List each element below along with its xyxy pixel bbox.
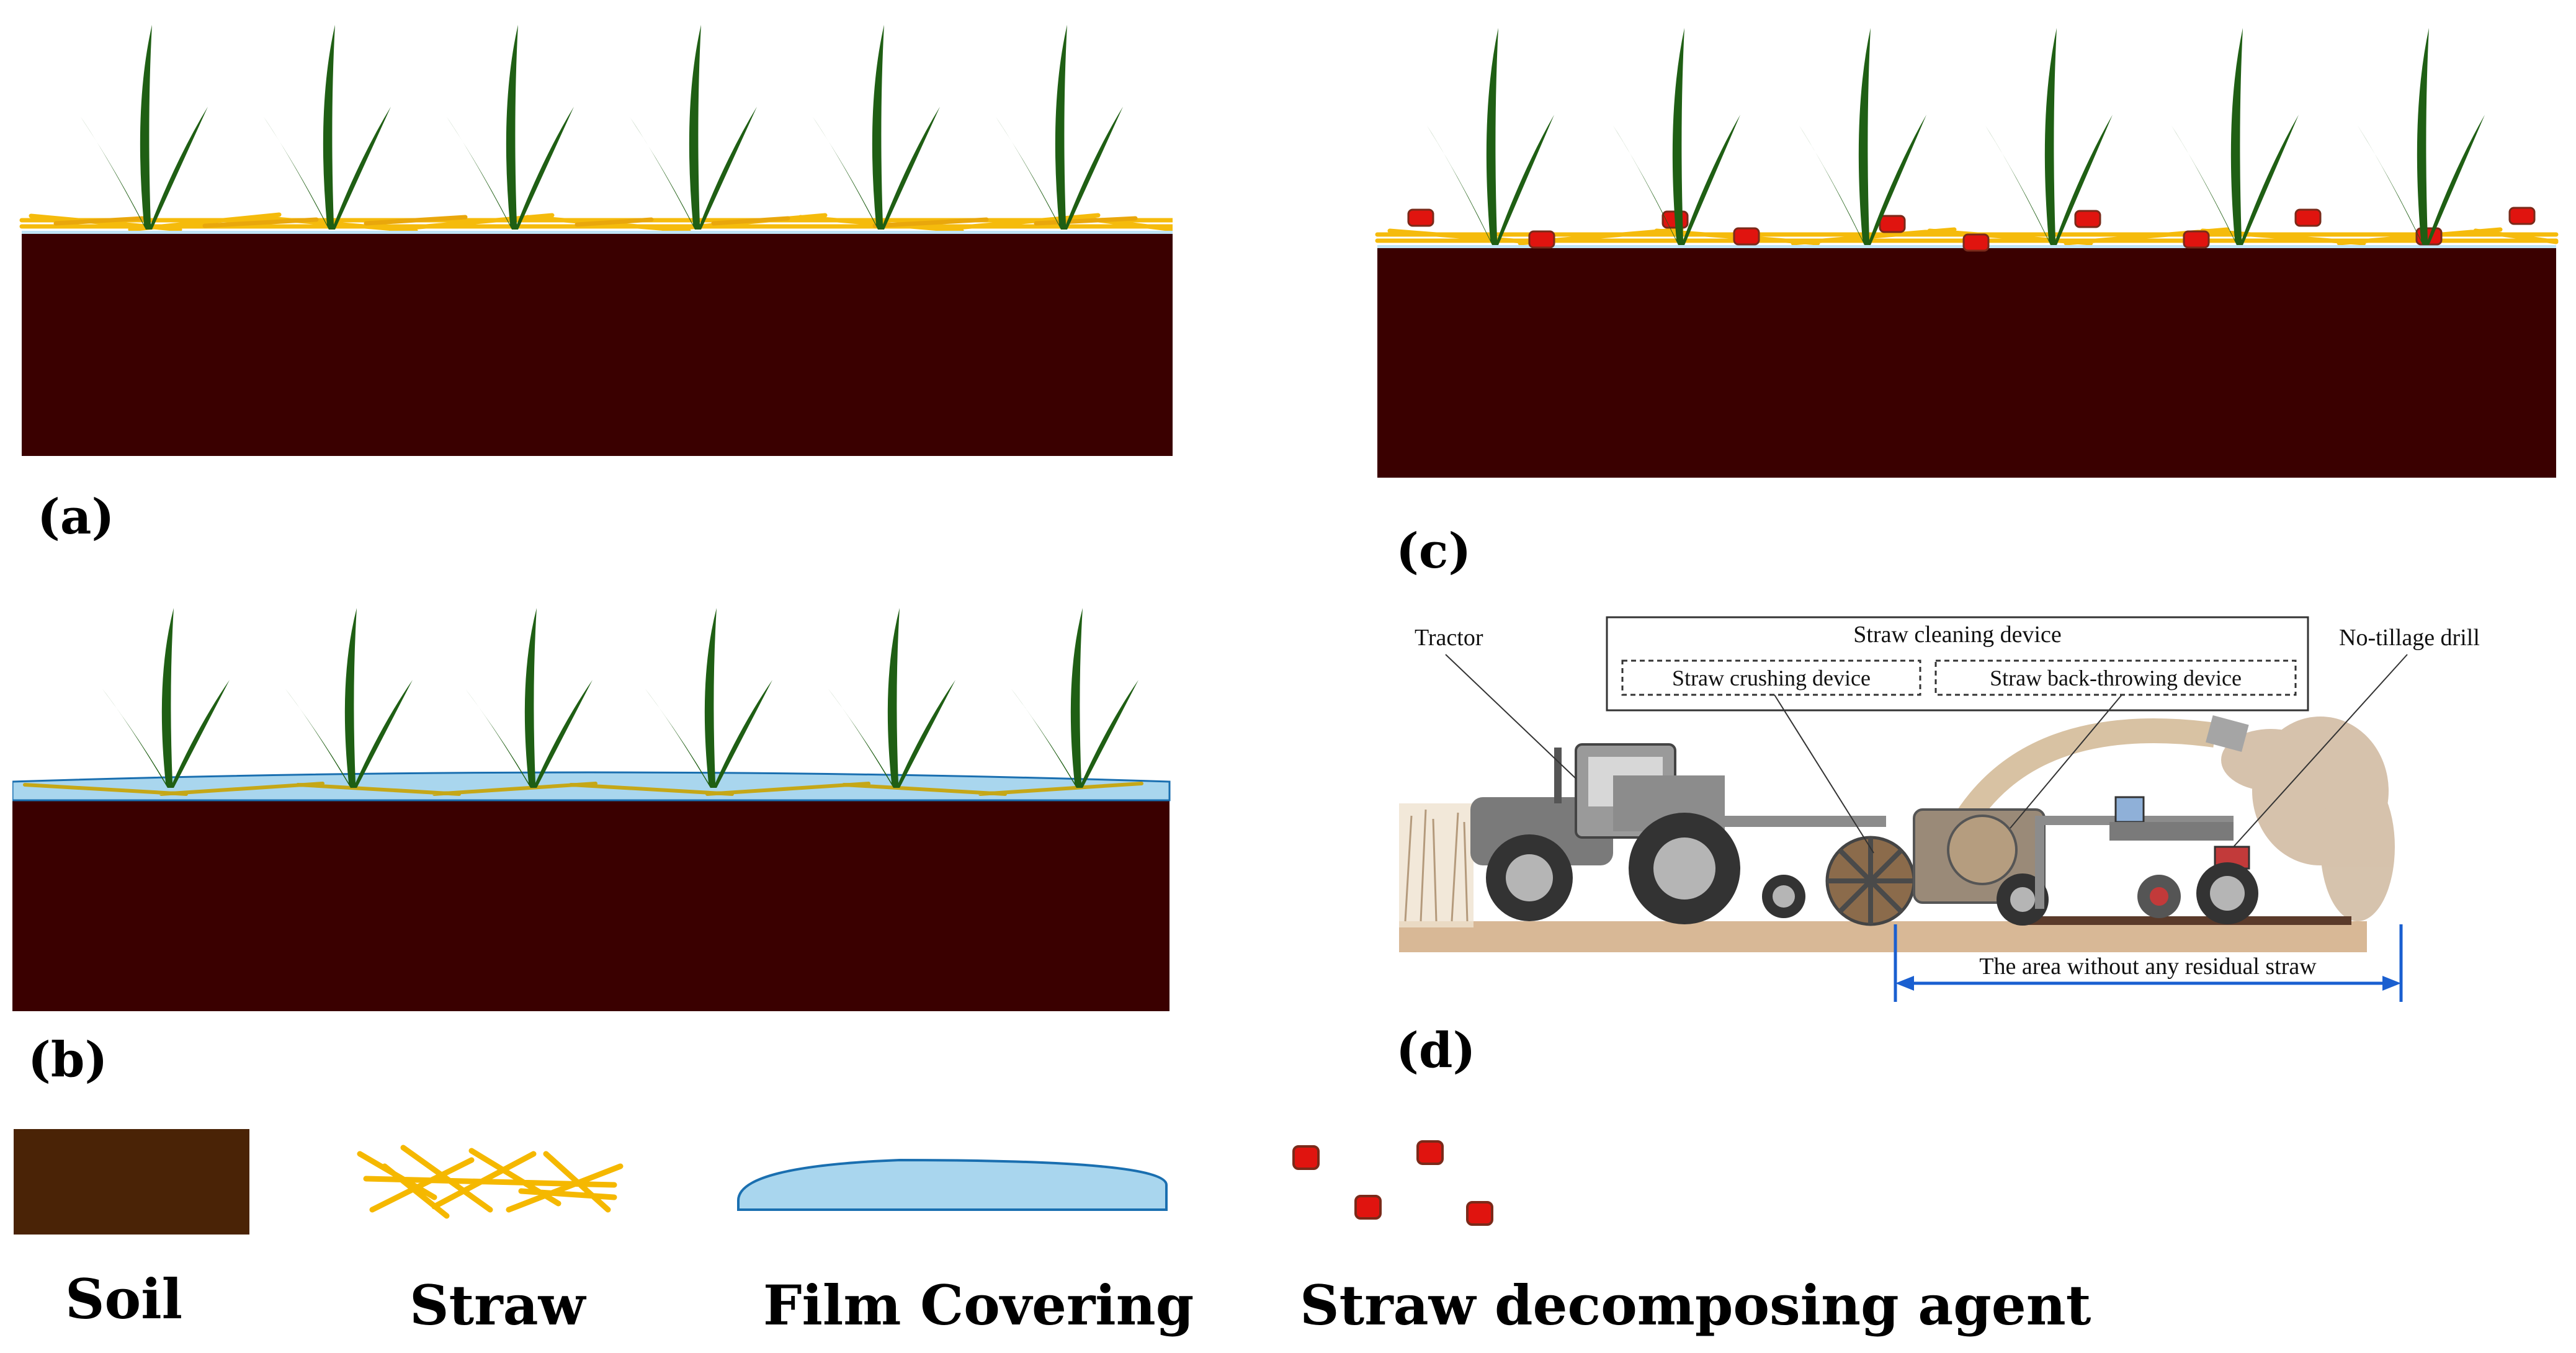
straw-crushing-device-label: Straw crushing device	[1672, 666, 1871, 690]
plant-icon	[264, 25, 391, 230]
legend-film-label: Film Covering	[763, 1273, 1194, 1337]
panel-c	[1371, 12, 2562, 484]
panel-a	[19, 12, 1173, 459]
straw-back-throwing-device-label: Straw back-throwing device	[1990, 666, 2242, 690]
straw-crushing-device-box	[1621, 659, 1921, 696]
panel-d: Straw cleaning device Straw crushing dev…	[1390, 611, 2525, 1014]
panel-b-label: (b)	[28, 1032, 108, 1088]
plant-icon	[1427, 28, 1554, 245]
panel-c-label: (c)	[1396, 523, 1472, 579]
legend-straw-label: Straw	[409, 1273, 586, 1337]
area-without-straw-label: The area without any residual straw	[1979, 953, 2317, 980]
plant-icon	[813, 25, 940, 230]
panel-b	[12, 596, 1173, 1017]
ground	[1399, 921, 2367, 952]
panel-c-illustration	[1375, 28, 2559, 478]
plant-icon	[996, 25, 1123, 230]
soil-layer	[12, 797, 1169, 1011]
agent-granules	[1407, 207, 2536, 252]
plant-icon	[1011, 608, 1138, 788]
panel-a-illustration	[19, 25, 1173, 456]
agent-granule	[1879, 215, 1906, 233]
agent-granule	[1528, 230, 1555, 249]
panel-d-label: (d)	[1396, 1022, 1476, 1079]
agent-granule	[1733, 227, 1760, 246]
plant-icon	[1799, 28, 1926, 245]
straw-back-throwing-device-box	[1934, 659, 2297, 696]
crushing-device	[1825, 836, 1916, 926]
back-throwing-device	[1913, 808, 2049, 926]
plant-icon	[1613, 28, 1740, 245]
straw-spray	[2221, 717, 2395, 921]
soil-layer	[22, 233, 1173, 456]
legend-swatches	[14, 1129, 1493, 1235]
plant-icon	[1985, 28, 2113, 245]
legend-soil-label: Soil	[65, 1267, 183, 1331]
agent-granule	[2183, 230, 2210, 249]
legend	[0, 1117, 1613, 1266]
agent-granule	[1407, 208, 1434, 227]
film-swatch	[737, 1158, 1168, 1211]
plants-c	[1427, 28, 2485, 245]
straw-swatch	[357, 1145, 624, 1219]
legend-agent-label: Straw decomposing agent	[1300, 1273, 2091, 1337]
area-arrow	[1894, 924, 2403, 1002]
no-tillage-drill	[2109, 796, 2258, 924]
agent-granule	[2508, 207, 2536, 225]
soil-swatch	[14, 1129, 249, 1235]
agent-granule	[1962, 233, 1990, 252]
plant-icon	[828, 608, 955, 788]
plant-icon	[2171, 28, 2299, 245]
plants-b	[102, 608, 1138, 788]
panel-d-illustration: Straw cleaning device Straw crushing dev…	[1399, 616, 2480, 1002]
plant-icon	[2358, 28, 2485, 245]
straw-cleaning-device-label: Straw cleaning device	[1853, 622, 2062, 648]
panel-b-illustration	[12, 608, 1171, 1011]
straw-layer	[19, 212, 1173, 233]
panel-a-label: (a)	[37, 489, 115, 545]
agent-swatch	[1292, 1140, 1493, 1226]
plant-icon	[645, 608, 772, 788]
back-throwing-pipe	[1949, 718, 2217, 835]
plants-a	[81, 25, 1123, 230]
no-tillage-drill-label: No-tillage drill	[2339, 625, 2480, 651]
tractor	[1470, 743, 1740, 924]
agent-granule	[2294, 208, 2322, 227]
tractor-label: Tractor	[1415, 625, 1483, 651]
soil-layer	[1377, 247, 2556, 478]
plant-icon	[81, 25, 208, 230]
plant-icon	[465, 608, 593, 788]
plant-icon	[447, 25, 574, 230]
plant-icon	[102, 608, 230, 788]
plant-icon	[285, 608, 413, 788]
agent-granule	[2074, 210, 2101, 228]
plant-icon	[630, 25, 757, 230]
straw-layer	[23, 782, 1143, 796]
